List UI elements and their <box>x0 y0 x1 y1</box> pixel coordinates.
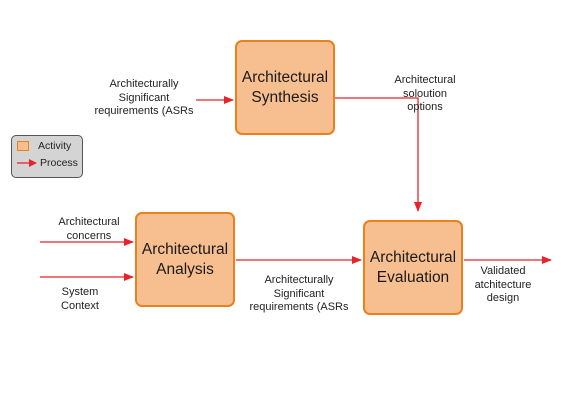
process-arrow-icon <box>17 159 37 167</box>
legend-activity: Activity <box>17 140 71 152</box>
analysis-line-2: Analysis <box>156 260 214 278</box>
evaluation-activity-box: Architectural Evaluation <box>363 220 463 315</box>
legend-process-label: Process <box>40 157 78 169</box>
concerns-input-label: Architectural concerns <box>58 216 120 242</box>
context-input-label: System Context <box>61 286 99 312</box>
arrow-synthesis-to-evaluation <box>335 97 422 212</box>
analysis-line-1: Architectural <box>141 240 229 258</box>
validated-design-label: Validated atchitecture design <box>474 265 532 304</box>
asr-output-label: Architecturally Significant requirements… <box>249 274 349 313</box>
synthesis-activity-box: Architectural Synthesis <box>235 40 335 135</box>
analysis-activity-box: Architectural Analysis <box>135 212 235 307</box>
legend-activity-label: Activity <box>38 140 72 152</box>
legend-process: Process <box>17 157 78 169</box>
activity-swatch-icon <box>17 141 29 151</box>
synthesis-line-1: Architectural <box>241 68 329 86</box>
synthesis-line-2: Synthesis <box>251 88 319 106</box>
asr-input-label: Architecturally Significant requirements… <box>94 78 194 117</box>
evaluation-line-2: Evaluation <box>376 268 450 286</box>
evaluation-line-1: Architectural <box>369 248 457 266</box>
solution-options-label: Architectural soloution options <box>394 74 456 113</box>
legend: Activity Process <box>11 135 83 178</box>
